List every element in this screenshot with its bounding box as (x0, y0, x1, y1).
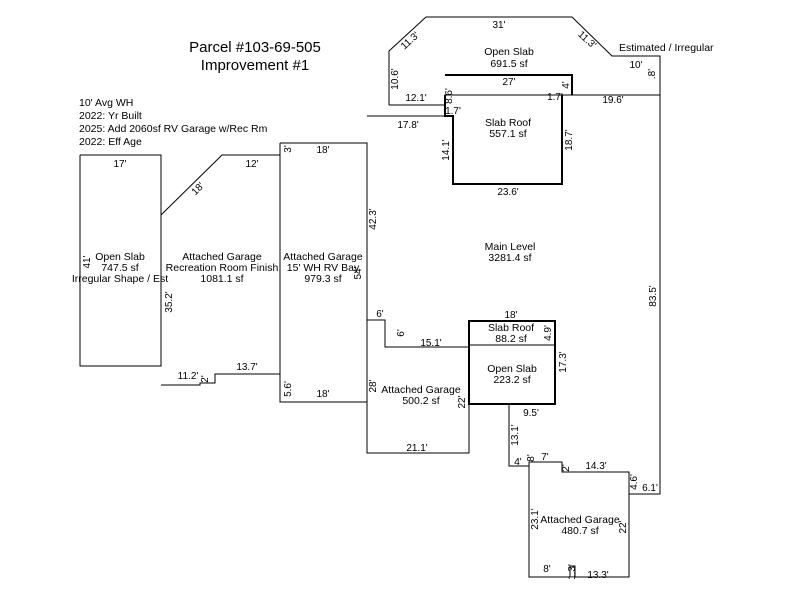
dim-label: 5.6' (283, 381, 294, 397)
dim-label: 83.5' (648, 285, 659, 306)
area-garage-bottom-size: 480.7 sf (561, 525, 598, 537)
area-open-slab-top-name: Open Slab (484, 46, 534, 58)
dim-label: 14.3' (585, 461, 606, 472)
dim-label: 8.6' (444, 88, 455, 104)
dim-label: 27' (502, 77, 515, 88)
dim-label: 17.3' (558, 351, 569, 372)
outline-open-slab-left (79, 154, 162, 367)
dim-label: 15.1' (420, 338, 441, 349)
dim-label: 3' (283, 145, 294, 153)
area-garage-rec-name: Attached Garage (182, 251, 262, 263)
dim-label: 19.6' (602, 95, 623, 106)
dim-label: 6.1' (642, 483, 658, 494)
dim-label: 1.7' (547, 92, 563, 103)
parcel-title: Parcel #103-69-505 (189, 39, 321, 56)
outline-slab-roof-top (444, 74, 573, 185)
dim-label: 13.7' (236, 362, 257, 373)
area-garage-rec-size: 1081.1 sf (200, 273, 243, 285)
dim-label: 4.6' (629, 474, 640, 490)
note-line: 2022: Eff Age (79, 136, 142, 148)
improvement-subtitle: Improvement #1 (201, 57, 309, 74)
dim-label: 54' (353, 266, 364, 279)
note-line: 2025: Add 2060sf RV Garage w/Rec Rm (79, 123, 268, 135)
dim-label: 7' (541, 452, 549, 463)
dim-label: 42.3' (368, 208, 379, 229)
dim-label: 8' (543, 564, 551, 575)
outline-slab-roof-small (468, 320, 556, 347)
dim-label: 13.3' (587, 570, 608, 581)
dim-label: 11.3' (399, 30, 422, 52)
dim-label: 13.1' (510, 424, 521, 445)
area-slab-roof-top-name: Slab Roof (485, 117, 531, 129)
dim-label: 18' (190, 181, 207, 198)
dim-label: 4' (514, 457, 522, 468)
area-main-level-name: Main Level (485, 241, 536, 253)
area-open-slab-small-name: Open Slab (487, 363, 537, 375)
area-slab-roof-top-size: 557.1 sf (489, 128, 526, 140)
outline-garage-rec (160, 154, 280, 386)
dim-label: .8' (647, 69, 658, 79)
area-slab-roof-small-size: 88.2 sf (495, 333, 527, 345)
dim-label: 23.6' (497, 187, 518, 198)
dim-label: 18' (504, 310, 517, 321)
dim-label: 14.1' (441, 139, 452, 160)
area-open-slab-top-size: 691.5 sf (490, 58, 527, 70)
note-line: 2022: Yr Built (79, 110, 142, 122)
dim-label: 10.6' (390, 68, 401, 89)
area-garage-rv-size: 979.3 sf (304, 273, 341, 285)
area-garage-mid-name: Attached Garage (381, 384, 461, 396)
area-main-level-size: 3281.4 sf (488, 252, 531, 264)
dim-label: 1.3' (567, 564, 578, 580)
dim-label: 12.1' (405, 93, 426, 104)
dim-label: 4.9' (543, 325, 554, 341)
dim-label: 4' (561, 81, 572, 89)
area-garage-mid-size: 500.2 sf (402, 395, 439, 407)
area-garage-rec-extra: Recreation Room Finish (166, 262, 279, 274)
area-open-slab-small-size: 223.2 sf (493, 374, 530, 386)
dim-label: 6' (376, 309, 384, 320)
area-garage-bottom-name: Attached Garage (540, 514, 620, 526)
dim-label: 11.2' (178, 371, 199, 382)
dim-label: 8' (526, 454, 537, 462)
area-open-slab-left-extra: Irregular Shape / Est (72, 273, 168, 285)
dim-label: 22' (457, 395, 468, 408)
dim-label: 10' (629, 60, 642, 71)
dim-label: 35.2' (164, 291, 175, 312)
dim-label: 2' (561, 464, 572, 472)
dim-label: 6' (396, 329, 407, 337)
dim-label: 11.3' (575, 29, 598, 51)
dim-label: 41' (82, 255, 93, 268)
outline-open-slab-top (388, 16, 661, 106)
area-garage-rv-extra: 15' WH RV Bay (287, 262, 360, 274)
dim-label: 23.1' (530, 508, 541, 529)
area-open-slab-left-name: Open Slab (95, 251, 145, 263)
dim-label: 18' (316, 389, 329, 400)
dim-label: 18' (316, 145, 329, 156)
dim-label: 2' (200, 375, 211, 383)
area-open-slab-left-size: 747.5 sf (101, 262, 138, 274)
dim-label: 21.1' (406, 443, 427, 454)
dim-label: 31' (492, 20, 505, 31)
dim-label: 1.7' (445, 106, 461, 117)
outline-garage-bottom (528, 461, 630, 578)
outline-open-slab-small (468, 345, 556, 405)
dim-label: 17' (113, 159, 126, 170)
dim-label: 18.7' (564, 129, 575, 150)
dim-label: 28' (368, 379, 379, 392)
dim-label: 22' (618, 520, 629, 533)
dim-label: 17.8' (397, 120, 418, 131)
note-line: 10' Avg WH (79, 97, 133, 109)
area-slab-roof-small-name: Slab Roof (488, 322, 534, 334)
dim-label: 9.5' (523, 408, 539, 419)
dim-label: 12' (245, 159, 258, 170)
estimate-note: Estimated / Irregular (619, 42, 714, 54)
area-garage-rv-name: Attached Garage (283, 251, 363, 263)
